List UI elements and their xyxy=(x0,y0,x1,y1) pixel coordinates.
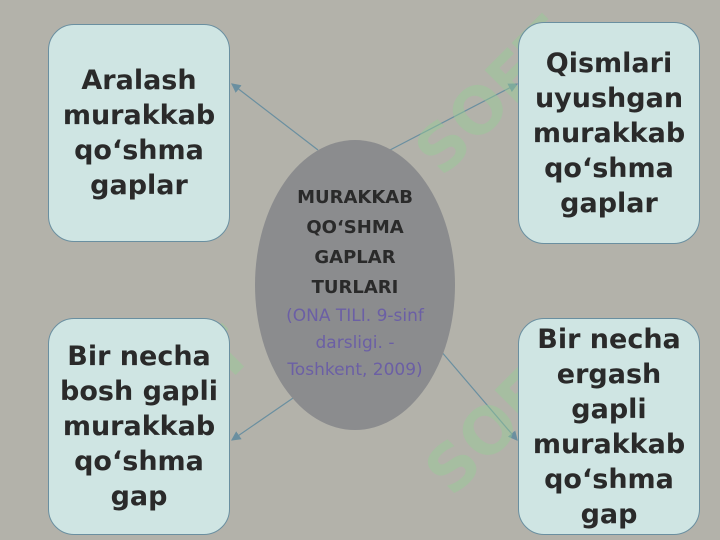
box-bosh-gapli: Bir necha bosh gapli murakkab qo‘shma ga… xyxy=(48,318,230,535)
arrow-to-top-left xyxy=(231,83,319,151)
arrow-to-top-right xyxy=(389,83,519,151)
center-source: (ONA TILI. 9-sinf darsligi. - Toshkent, … xyxy=(286,305,424,380)
box-qismlari-uyushgan: Qismlari uyushgan murakkab qo‘shma gapla… xyxy=(518,22,700,244)
box-aralash-text: Aralash murakkab qo‘shma gaplar xyxy=(62,65,216,201)
box-ergash-gapli: Bir necha ergash gapli murakkab qo‘shma … xyxy=(518,318,700,535)
center-ellipse: MURAKKAB QO‘SHMA GAPLAR TURLARI (ONA TIL… xyxy=(255,140,455,430)
box-qismlari-uyushgan-text: Qismlari uyushgan murakkab qo‘shma gapla… xyxy=(532,47,686,219)
arrow-to-bottom-left xyxy=(231,395,297,441)
arrow-to-bottom-right xyxy=(439,349,518,441)
center-title: MURAKKAB QO‘SHMA GAPLAR TURLARI xyxy=(297,186,413,298)
box-ergash-gapli-text: Bir necha ergash gapli murakkab qo‘shma … xyxy=(532,323,686,530)
box-aralash: Aralash murakkab qo‘shma gaplar xyxy=(48,24,230,242)
box-bosh-gapli-text: Bir necha bosh gapli murakkab qo‘shma ga… xyxy=(60,341,218,512)
